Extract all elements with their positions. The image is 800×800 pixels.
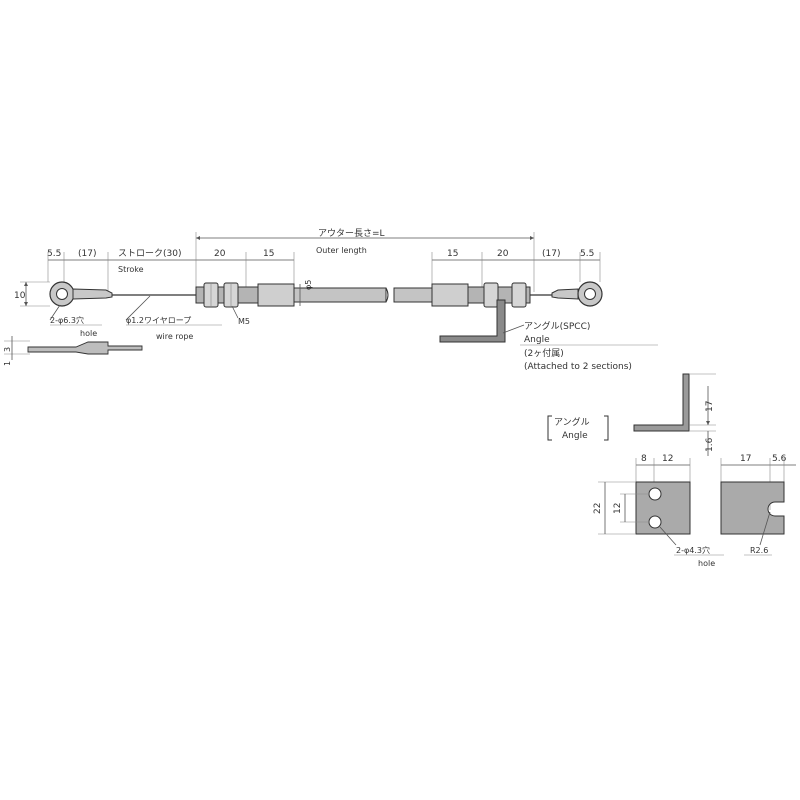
angle-thickness-label: 1.6 [705, 437, 715, 452]
mounted-angle-bracket [439, 299, 506, 343]
wire-rope-label-en: wire rope [156, 332, 193, 341]
bracket-left-mark [547, 415, 552, 441]
dim-5-5-right: 5.5 [580, 249, 594, 259]
front-dim-8: 8 [641, 454, 647, 464]
angle-qty-en: (Attached to 2 sections) [524, 362, 632, 372]
right-nut-1 [483, 282, 499, 308]
angle-detail-title-jp: アングル [554, 416, 590, 428]
right-outer-fitting [431, 283, 469, 307]
angle-height-label: 17 [705, 401, 715, 412]
cable-callouts: 2-φ6.3穴 hole φ1.2ワイヤロープ wire rope M5 [49, 295, 250, 341]
side-dim-17: 17 [740, 454, 751, 464]
angle-qty-jp: (2ヶ付属) [524, 348, 564, 359]
hole-label: 2-φ6.3穴 [50, 315, 84, 325]
left-terminal-sleeve [72, 288, 113, 300]
dim-17-right: (17) [542, 249, 560, 259]
side-dim-5-6: 5.6 [772, 454, 787, 464]
outer-length-label: アウター長さ=L [318, 228, 385, 239]
right-nut-2 [511, 282, 527, 308]
angle-profile [633, 373, 690, 432]
right-terminal-sleeve [551, 288, 579, 300]
angle-callout-en: Angle [524, 335, 550, 345]
front-height-22: 22 [593, 503, 603, 514]
angle-callout: アングル(SPCC) Angle (2ヶ付属) (Attached to 2 s… [502, 320, 658, 372]
angle-hole-label: 2-φ4.3穴 [676, 545, 710, 555]
dim-20-right: 20 [497, 249, 509, 259]
dim-20-left: 20 [214, 249, 226, 259]
left-outer-fitting [257, 283, 295, 307]
stroke-label: ストローク(30) [118, 248, 181, 259]
thread-label: M5 [238, 317, 250, 326]
hole-label-en: hole [80, 329, 97, 338]
dim-5-5-left: 5.5 [47, 249, 61, 259]
eye-height-label: 10 [14, 291, 26, 301]
tube-diameter-label: φ5 [304, 280, 313, 290]
outer-casing-right [393, 287, 433, 303]
stroke-label-en: Stroke [118, 265, 144, 274]
angle-detail-title-en: Angle [562, 431, 588, 441]
angle-front-plate [635, 481, 691, 535]
front-hole-pitch-12: 12 [613, 503, 623, 514]
angle-callout-jp: アングル(SPCC) [524, 320, 590, 332]
mount-hole-top [648, 487, 662, 501]
side-thickness-label: 1 [3, 361, 12, 366]
mount-hole-bottom [648, 515, 662, 529]
outer-length-label-en: Outer length [316, 246, 367, 255]
angle-side-plate [720, 481, 785, 535]
top-dimensions: アウター長さ=L Outer length 5.5 (17) ストローク(30)… [47, 228, 601, 292]
front-dim-12: 12 [662, 454, 673, 464]
dim-15-left: 15 [263, 249, 274, 259]
terminal-side-view: 3 1 [3, 336, 143, 366]
bracket-right-mark [604, 415, 609, 441]
side-height-label: 3 [3, 347, 12, 352]
dim-17-left: (17) [78, 249, 96, 259]
slot-radius-label: R2.6 [750, 546, 768, 555]
angle-detail: アングル Angle 17 1.6 8 12 22 12 2-φ4.3穴 ho [547, 373, 796, 568]
wire-rope-label: φ1.2ワイヤロープ [126, 316, 191, 325]
dim-15-right: 15 [447, 249, 458, 259]
cable-assembly: 10 φ5 [14, 280, 603, 343]
outer-casing-left [293, 287, 387, 303]
angle-hole-label-en: hole [698, 559, 715, 568]
